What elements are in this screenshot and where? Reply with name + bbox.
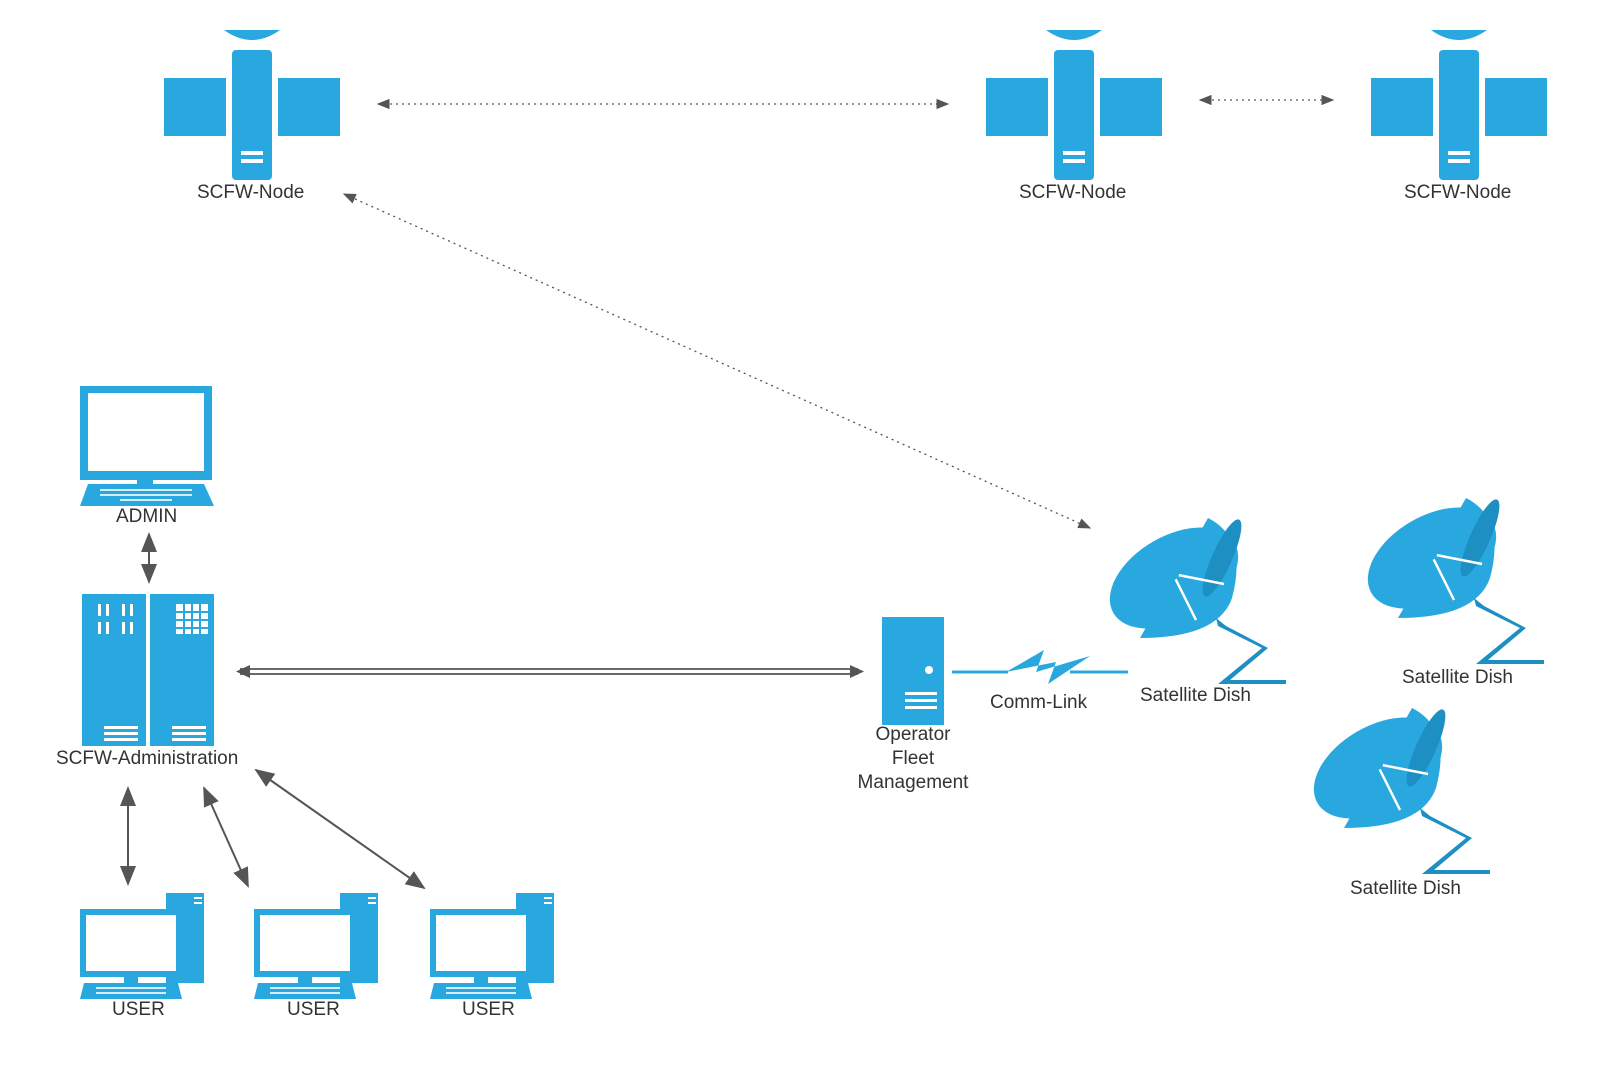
server-rack-icon (82, 594, 214, 746)
operator-label-line2: Fleet (891, 748, 935, 769)
satellite-icon (986, 30, 1162, 180)
tower-server-icon (882, 617, 944, 725)
operator-label-line1: Operator (875, 724, 951, 745)
desktop-computer-icon (80, 893, 204, 999)
user-label-3: USER (462, 999, 515, 1020)
dish-label-3: Satellite Dish (1350, 878, 1461, 899)
comm-link-label: Comm-Link (990, 692, 1088, 713)
operator-label-line3: Management (857, 772, 969, 793)
satellite-dish-icon (1348, 485, 1546, 666)
connector-administration-operator (236, 665, 864, 678)
node-label-1: SCFW-Node (197, 182, 305, 203)
laptop-icon (80, 386, 214, 506)
node-label-3: SCFW-Node (1404, 182, 1512, 203)
satellite-icon (164, 30, 340, 180)
dish-label-2: Satellite Dish (1402, 667, 1513, 688)
satellite-dish-icon (1294, 695, 1492, 876)
node-label-2: SCFW-Node (1019, 182, 1127, 203)
desktop-computer-icon (254, 893, 378, 999)
connector-administration-user2 (203, 786, 249, 888)
desktop-computer-icon (430, 893, 554, 999)
connector-administration-user3 (254, 768, 426, 890)
user-label-2: USER (287, 999, 340, 1020)
satellite-dish-icon (1090, 505, 1288, 686)
satellite-icon (1371, 30, 1547, 180)
user-label-1: USER (112, 999, 165, 1020)
dish-label-1: Satellite Dish (1140, 685, 1251, 706)
lightning-link-icon (952, 650, 1128, 684)
connector-node1-dish (342, 193, 1092, 529)
operator-label: Operator Fleet Management (843, 723, 983, 795)
admin-label: ADMIN (116, 506, 178, 527)
administration-label: SCFW-Administration (56, 748, 239, 769)
